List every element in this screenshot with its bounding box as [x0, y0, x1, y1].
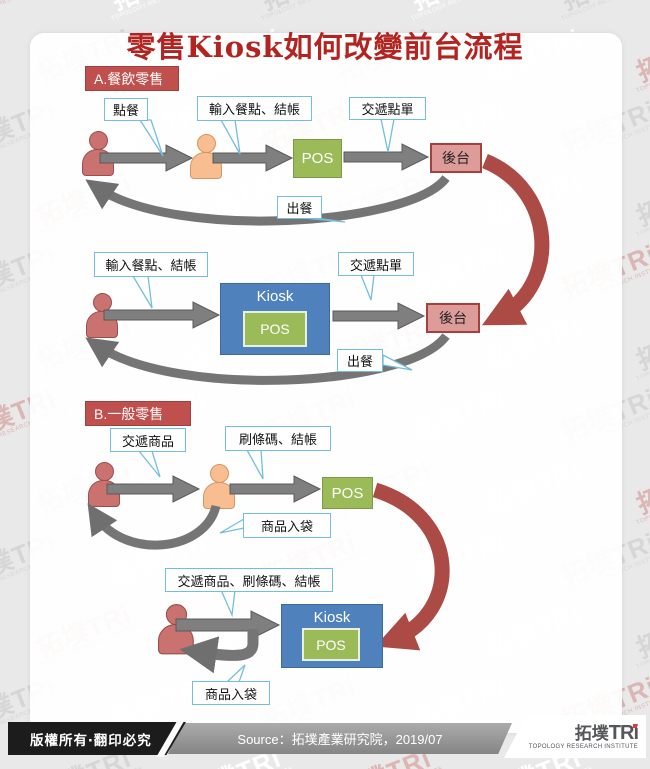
tri-logo: 拓墣 TRi TOPOLOGY RESEARCH INSTITUTE: [504, 715, 646, 758]
source-text: Source：拓墣產業研究院，2019/07: [237, 732, 443, 747]
kiosk-box: Kiosk POS: [220, 283, 330, 355]
section-b-header: B.一般零售: [85, 401, 191, 426]
pos-box: POS: [302, 628, 360, 661]
logo-red-dot-icon: [633, 724, 637, 728]
person-head: [209, 464, 229, 483]
person-head: [94, 462, 114, 481]
person-head: [196, 134, 216, 153]
person-torso: [190, 152, 222, 179]
callout-input-checkout: 輸入餐點、結帳: [197, 96, 312, 121]
person-head: [92, 293, 112, 312]
callout-order: 點餐: [104, 98, 148, 121]
page-title: 零售Kiosk如何改變前台流程: [126, 30, 524, 64]
pos-box: POS: [293, 139, 342, 178]
callout-pass-order: 交遞點單: [349, 97, 426, 120]
section-a-header: A.餐飲零售: [85, 66, 179, 91]
clerk-icon: [203, 464, 235, 509]
callout-scan-checkout: 刷條碼、結帳: [225, 426, 331, 451]
person-torso: [82, 149, 114, 176]
callout-pass-order: 交遞點單: [338, 252, 414, 276]
customer-icon: [158, 604, 194, 655]
kiosk-label: Kiosk: [313, 609, 351, 626]
callout-serve: 出餐: [337, 349, 383, 372]
callout-serve: 出餐: [277, 196, 322, 219]
copyright-text: 版權所有‧翻印必究: [30, 732, 152, 748]
clerk-icon: [190, 134, 222, 179]
logo-tri-text: TRi: [608, 722, 639, 744]
source-bar: Source：拓墣產業研究院，2019/07: [168, 723, 512, 754]
kiosk-label: Kiosk: [256, 288, 294, 305]
customer-icon: [88, 462, 120, 507]
pos-box: POS: [322, 477, 373, 509]
callout-bag: 商品入袋: [192, 681, 270, 705]
logo-brand-text: 拓墣: [574, 724, 609, 743]
person-torso: [203, 482, 235, 509]
pos-box: POS: [243, 311, 307, 347]
person-torso: [86, 311, 118, 338]
backend-box: 後台: [430, 143, 482, 173]
callout-input-checkout: 輸入餐點、結帳: [94, 252, 208, 277]
callout-hand-goods: 交遞商品: [110, 428, 186, 452]
person-torso: [158, 624, 194, 655]
callout-all-steps: 交遞商品、刷條碼、結帳: [165, 568, 333, 592]
customer-icon: [82, 131, 114, 176]
backend-box: 後台: [426, 303, 480, 333]
callout-bag: 商品入袋: [243, 513, 331, 538]
customer-icon: [86, 293, 118, 338]
person-head: [165, 604, 187, 626]
person-torso: [88, 480, 120, 507]
copyright-bar: 版權所有‧翻印必究: [8, 722, 186, 755]
person-head: [88, 131, 108, 150]
kiosk-box: Kiosk POS: [281, 604, 383, 668]
logo-subtitle-text: TOPOLOGY RESEARCH INSTITUTE: [528, 744, 638, 750]
